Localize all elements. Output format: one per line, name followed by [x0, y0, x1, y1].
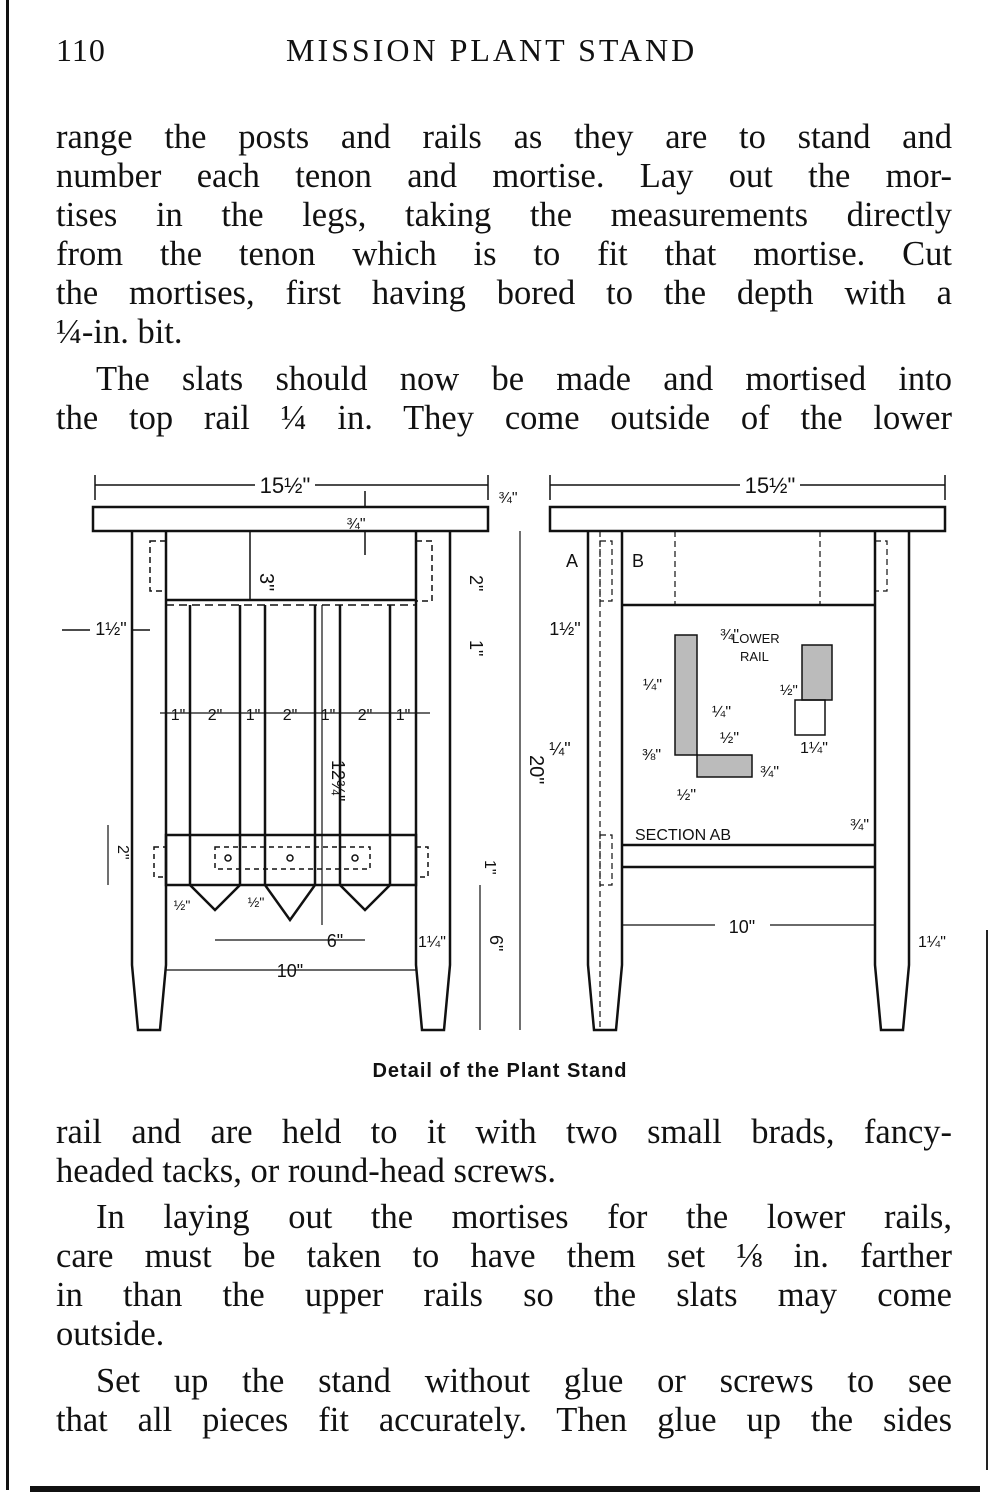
dim-label: 20"	[525, 755, 547, 784]
plant-stand-drawing: 15½" ¾" ¾"	[62, 469, 947, 1032]
page-bottom-edge	[30, 1486, 980, 1492]
side-view: 15½" A B 1½" ¼" SECTION AB ¾" ¼" ¼" ½" ⅜…	[548, 469, 947, 1032]
dim-label: 10"	[277, 961, 303, 981]
dim-label: 1¼"	[800, 740, 828, 757]
text-line: rail and are held to it with two small b…	[56, 1113, 952, 1151]
dim-label: ½"	[248, 894, 265, 910]
dim-label: 1¼"	[418, 934, 446, 951]
lower-rail-section	[801, 644, 833, 701]
text-line: that all pieces fit accurately. Then glu…	[56, 1401, 952, 1439]
dim-label: 1½"	[549, 619, 580, 639]
slat	[188, 605, 242, 912]
dim-label: 1"	[321, 707, 336, 724]
dim-label: 10"	[729, 917, 755, 937]
page-number: 110	[56, 32, 106, 68]
dim-label: 2"	[114, 845, 131, 860]
dim-label: ¾"	[498, 490, 517, 507]
dim-label: 15½"	[745, 473, 796, 498]
text-line: ¼-in. bit.	[56, 313, 183, 351]
front-view: 15½" ¾" ¾"	[62, 469, 547, 1032]
section-label-b: B	[632, 551, 644, 571]
dim-label: 1"	[481, 860, 498, 875]
dim-label: 6"	[486, 935, 506, 951]
dim-label: 1"	[466, 640, 486, 656]
running-header: 110 MISSION PLANT STAND	[56, 32, 950, 82]
dim-label: 1"	[396, 707, 411, 724]
dim-label: 2"	[358, 707, 373, 724]
text-line: The slats should now be made and mortise…	[96, 360, 952, 398]
dim-label: 6"	[327, 931, 343, 951]
text-line: In laying out the mortises for the lower…	[96, 1198, 952, 1236]
front-top-board	[91, 505, 490, 533]
dim-label: ¾"	[850, 817, 869, 834]
section-label: SECTION AB	[635, 827, 731, 844]
paragraph-2: The slats should now be made and mortise…	[56, 360, 952, 438]
front-right-leg	[414, 531, 452, 1032]
text-line: headed tacks, or round-head screws.	[56, 1152, 557, 1190]
lower-rail-label: RAIL	[740, 649, 769, 664]
page-left-edge	[6, 0, 9, 1490]
text-line: number each tenon and mortise. Lay out t…	[56, 157, 952, 195]
slat	[263, 605, 317, 923]
dim-label: 2"	[208, 707, 223, 724]
text-line: care must be taken to have them set ⅛ in…	[56, 1237, 952, 1275]
text-line: tises in the legs, taking the measuremen…	[56, 196, 952, 234]
dim-label: 1¼"	[918, 934, 946, 951]
front-lower-rail	[164, 833, 418, 887]
text-line: from the tenon which is to fit that mort…	[56, 235, 952, 273]
front-left-leg	[130, 531, 168, 1032]
dim-label: ¼"	[549, 739, 570, 759]
text-line: range the posts and rails as they are to…	[56, 118, 952, 156]
side-left-leg	[586, 531, 624, 1032]
dim-label: ½"	[720, 730, 739, 747]
dim-label: ½"	[677, 787, 696, 804]
lower-rail-label: LOWER	[732, 631, 780, 646]
side-right-leg	[873, 531, 911, 1032]
dim-label: ½"	[780, 682, 798, 699]
text-line: the mortises, first having bored to the …	[56, 274, 952, 312]
dim-label: 1½"	[95, 619, 126, 639]
text-line: outside.	[56, 1315, 165, 1353]
dim-label: 1"	[246, 707, 261, 724]
dim-label: ½"	[174, 897, 191, 913]
dim-label: ¾"	[346, 516, 365, 533]
dim-label: ¾"	[720, 627, 739, 644]
dim-label: 2"	[283, 707, 298, 724]
paragraph-3: rail and are held to it with two small b…	[56, 1113, 952, 1191]
dim-label: 2"	[466, 575, 486, 591]
dim-label: ¼"	[712, 704, 731, 721]
running-title: MISSION PLANT STAND	[286, 32, 698, 68]
text-line: Set up the stand without glue or screws …	[96, 1362, 952, 1400]
slat	[338, 605, 392, 912]
text-line: in than the upper rails so the slats may…	[56, 1276, 952, 1314]
paragraph-5: Set up the stand without glue or screws …	[56, 1362, 952, 1440]
figure-caption: Detail of the Plant Stand	[372, 1060, 628, 1082]
side-top-board	[548, 505, 947, 533]
paragraph-1: range the posts and rails as they are to…	[56, 118, 952, 352]
text-line: the top rail ¼ in. They come outside of …	[56, 399, 952, 437]
dim-label: ¼"	[643, 677, 662, 694]
paragraph-4: In laying out the mortises for the lower…	[56, 1198, 952, 1354]
section-label-a: A	[566, 551, 578, 571]
section-ab	[674, 634, 698, 756]
dim-label: ¾"	[760, 764, 779, 781]
dim-label: 15½"	[260, 473, 311, 498]
page-right-edge	[986, 930, 988, 1470]
dim-label: 1"	[171, 707, 186, 724]
dim-label: 12¾"	[328, 760, 348, 801]
dim-label: ⅜"	[642, 747, 661, 764]
dim-label: 3"	[255, 573, 277, 591]
